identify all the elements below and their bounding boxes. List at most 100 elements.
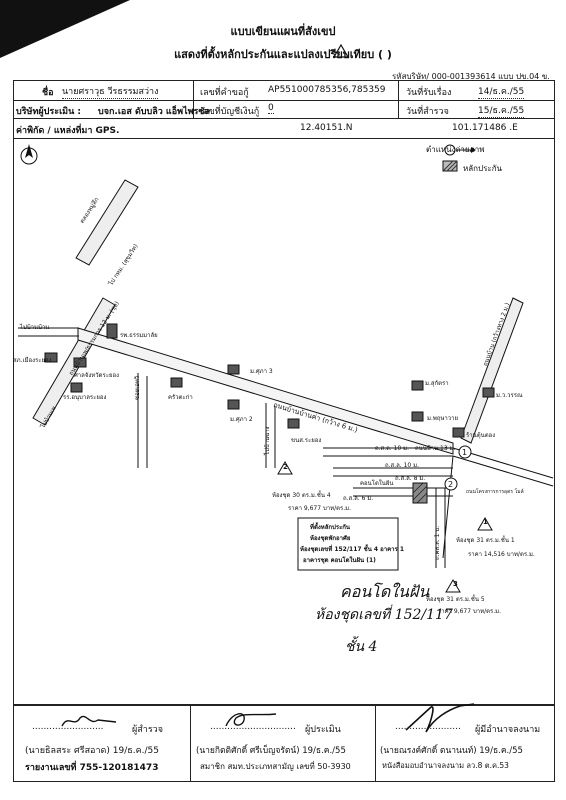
comparable-2-number: 2 [283,463,288,471]
comparable-1-triangle-icon [477,517,493,531]
appraiser-member: สมาชิก สมท.ประเภทสามัญ เลขที่ 50-3930 [200,762,351,771]
handwritten-unit: ห้องชุดเลขที่ 152/117 [315,607,453,623]
temple-building-icon [106,323,118,339]
corner-fold-shadow [0,0,130,58]
location-map [18,144,554,593]
place-condo: คอนโดในฝัน [360,480,394,487]
place-ext-right: ถนนโครงการการอุดร โมล์ [466,489,524,495]
photo-point-1-label: 1 [462,448,468,457]
place-school: รร.อนุบาลระยอง [63,394,107,401]
triangle-icon [333,44,349,58]
comparable-3-line1: ห้องชุด 31 ตร.ม.ชั้น 5 [426,596,485,603]
surveyor-sig-label: ผู้สำรวจ [132,725,163,735]
authority-sig-line: ....................... [395,722,461,732]
receive-date-value: 14/ธ.ค./55 [478,84,525,99]
comparable-3-line2: ราคา 9,677 บาท/ตร.ม. [438,608,502,615]
appraiser-company-label: บริษัทผู้ประเมิน : [16,107,81,117]
police-building-icon [44,352,58,363]
comparable-3-triangle-icon [445,579,461,593]
collateral-box-frame [297,517,399,571]
gps-e: 101.171486 .E [452,123,518,133]
road-label-8: ถ.ส.ล. 8 ม. [395,475,426,482]
collateral-legend-icon [442,160,458,172]
road-label-13: ถนนบ้าน 13 ม. [415,445,456,452]
place-house1: ครัวตะก่า [168,394,193,401]
place-court: ศาลจังหวัดระยอง [74,372,120,379]
house-icon-8 [452,427,465,438]
form-subtitle: แสดงที่ตั้งหลักประกันและแปลงเปรียบเทียบ … [174,48,392,61]
road-label-10b: ถ.ส.ล. 10 ม. [385,462,420,469]
place-police: สภ.เมืองระยอง [13,357,52,364]
place-house5: ม.สุกัตรา [425,380,449,387]
surveyor-signature [61,715,117,727]
loan-no-value: AP551000785356,785359 [268,85,386,95]
place-house7: ม.พฤษาวาย [427,415,459,422]
appraiser-sig-line: .............................. [210,722,296,732]
handwritten-floor: ชั้น 4 [345,639,378,655]
place-temple: รพ.ธรรมมาลัย [120,332,158,339]
house-icon-7 [411,411,424,422]
school-building-icon [70,382,83,393]
comparable-1-line1: ห้องชุด 31 ตร.ม.ชั้น 1 [456,537,515,544]
road-label-to-bansuan: ไปบ้านบ้าน [20,324,50,331]
road-right-up [460,297,524,444]
form-code: รหัสบริษัท/ 000-001393614 แบบ ปข.04 ข. [392,72,550,81]
map-frame [13,138,555,705]
collateral-box-l1: ที่ตั้งหลักประกัน [310,524,351,531]
authority-signature [405,703,475,733]
house-icon-1 [170,377,183,388]
survey-date-label: วันที่สำรวจ [406,107,449,117]
loan-no-label: เลขที่คำขอกู้ [200,88,249,98]
collateral-box-l4: อาคารชุด คอนโดในฝัน (1) [303,557,376,564]
owner-label: ชื่อ [42,88,54,98]
place-house3: ม.ศุภา 2 [230,416,253,423]
footer-frame [13,705,555,782]
comparable-2-triangle-icon [277,461,293,475]
appraiser-name: (นายกิตติศักดิ์ ศรีเบ็ญจรัตน์) 19/ธ.ค./5… [196,746,346,756]
north-arrow-icon [20,144,38,165]
photo-point-2-icon [444,477,458,491]
account-no-value: 0 [268,103,274,114]
photo-point-legend-icon [444,144,476,156]
comparable-2-line2: ราคา 9,677 บาท/ตร.ม. [288,505,352,512]
legend-collateral-label: หลักประกัน [463,164,503,173]
photo-point-1-icon [458,445,472,459]
road-label-10a: ถ.ส.ล. 10 ม. [375,445,410,452]
photo-point-2-label: 2 [448,480,454,489]
collateral-box-l3: ห้องชุดเลขที่ 152/117 ชั้น 4 อาคาร 1 [300,546,405,553]
legend-photo-label: ตำแหน่งถ่ายภาพ [426,145,485,154]
surveyor-sig-line: ......................... [32,722,104,732]
house-icon-5 [411,380,424,391]
appraiser-signature [225,713,277,727]
road-label-to-rayong: ไปบ้านฉาง [264,426,271,456]
place-house6: ม.ว.วรรณ [496,392,523,399]
gps-label: ค่าพิกัด / แหล่งที่มา GPS. [16,126,120,136]
comparable-2-line1: ห้องชุด 30 ตร.ม.ชั้น 4 [272,492,331,499]
comparable-3-number: 3 [453,580,458,588]
account-no-label: เลขที่บัญชีเงินกู้ [200,107,260,117]
appraiser-sig-label: ผู้ประเมิน [305,725,341,735]
place-house8: ร้านตุ้นตอง [466,432,496,439]
collateral-hatch [412,482,428,504]
report-number: รายงานเลขที่ 755-120181473 [25,763,159,773]
form-title: แบบเขียนแผนที่สังเขป [230,25,336,38]
court-building-icon [73,357,87,368]
authority-name: (นายณรงค์ศักดิ์ ตนานนท์) 19/ธ.ค./55 [380,746,523,756]
appraiser-company-value: บจก.เอส ดับบลิว แอ็พไพรซัล [98,107,210,117]
place-house2: ม.ศุภา 3 [250,368,273,375]
house-icon-4 [287,418,300,429]
handwritten-condo: คอนโดในฝัน [340,582,430,601]
receive-date-label: วันที่รับเรื่อง [406,88,452,98]
house-icon-2 [227,364,240,375]
house-icon-3 [227,399,240,410]
surveyor-name: (นายธิลสระ ศรีสอาด) 19/ธ.ค./55 [25,746,159,756]
survey-date-value: 15/ธ.ค./55 [478,103,525,118]
place-house9: ขนส.ระยอง [291,437,322,444]
owner-value: นายศราวุธ วีรธรรมสว่าง [62,84,159,99]
road-label-6: ถ.ส.ล. 6 ม. [343,495,374,502]
gps-n: 12.40151.N [300,123,353,133]
road-sukhumvit-top [75,179,139,266]
authority-sig-label: ผู้มีอำนาจลงนาม [475,725,541,735]
comparable-1-number: 1 [483,518,488,526]
road-label-soi: ซอยเอทวิ [134,375,141,400]
